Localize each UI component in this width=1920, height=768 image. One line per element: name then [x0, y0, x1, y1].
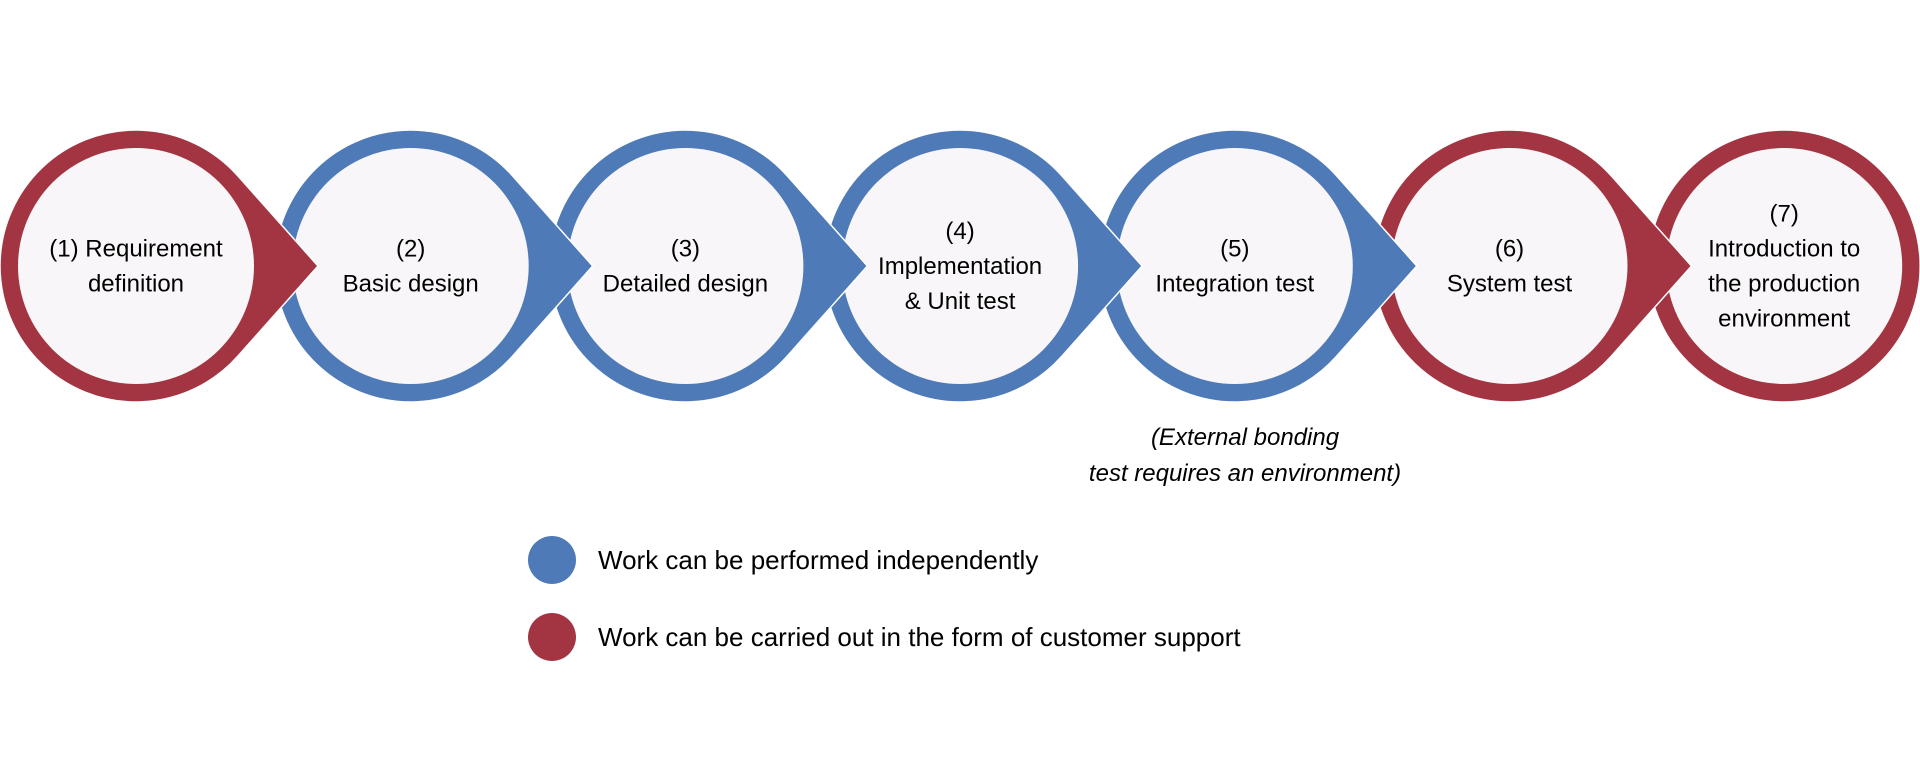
step-label-line: Implementation — [878, 253, 1042, 280]
step-label-line: (7) — [1770, 201, 1799, 228]
step-circle-fill — [1391, 148, 1628, 384]
process-step-3: (3) Detailed design — [548, 129, 869, 403]
legend-item-independent: Work can be performed independently — [528, 536, 1038, 584]
step-label-line: environment — [1718, 306, 1850, 333]
legend-item-customer-support: Work can be carried out in the form of c… — [528, 613, 1241, 661]
red-circle-icon — [528, 613, 576, 661]
process-step-4: (4) Implementation & Unit test — [823, 129, 1144, 403]
step-label-line: definition — [88, 271, 184, 298]
step-label-line: Detailed design — [603, 271, 768, 298]
process-step-7: (7) Introduction to the production environm… — [1647, 129, 1920, 403]
integration-test-note: (External bonding test requires an envir… — [1045, 420, 1445, 492]
process-step-1: (1) Requirement definition — [0, 129, 320, 403]
note-line-2: test requires an environment) — [1088, 460, 1402, 487]
process-step-5: (5) Integration test — [1098, 129, 1418, 403]
step-label-line: (3) — [671, 236, 700, 263]
step-label-line: System test — [1447, 271, 1573, 298]
step-circle-fill — [1116, 148, 1353, 384]
legend-label-customer-support: Work can be carried out in the form of c… — [598, 621, 1241, 652]
step-label-line: & Unit test — [905, 288, 1016, 315]
note-line-1: (External bonding — [1150, 424, 1340, 451]
step-label-line: (1) Requirement — [49, 236, 223, 263]
step-label-line: Basic design — [343, 271, 479, 298]
step-label-line: Integration test — [1155, 271, 1314, 298]
step-label-line: (4) — [945, 218, 974, 245]
step-label-line: (2) — [396, 236, 425, 263]
process-step-2: (2) Basic design — [273, 129, 594, 403]
step-label-line: (5) — [1220, 236, 1249, 263]
step-label-line: Introduction to — [1708, 236, 1860, 263]
step-label-line: the production — [1708, 271, 1860, 298]
step-circle-fill — [1666, 148, 1903, 384]
step-circle-fill — [18, 148, 254, 384]
step-circle-fill — [567, 148, 804, 384]
step-circle-fill — [292, 148, 529, 384]
step-label-line: (6) — [1495, 236, 1524, 263]
step-circle-fill — [842, 148, 1079, 384]
blue-circle-icon — [528, 536, 576, 584]
legend-label-independent: Work can be performed independently — [598, 544, 1039, 575]
process-step-6: (6) System test — [1372, 129, 1693, 403]
